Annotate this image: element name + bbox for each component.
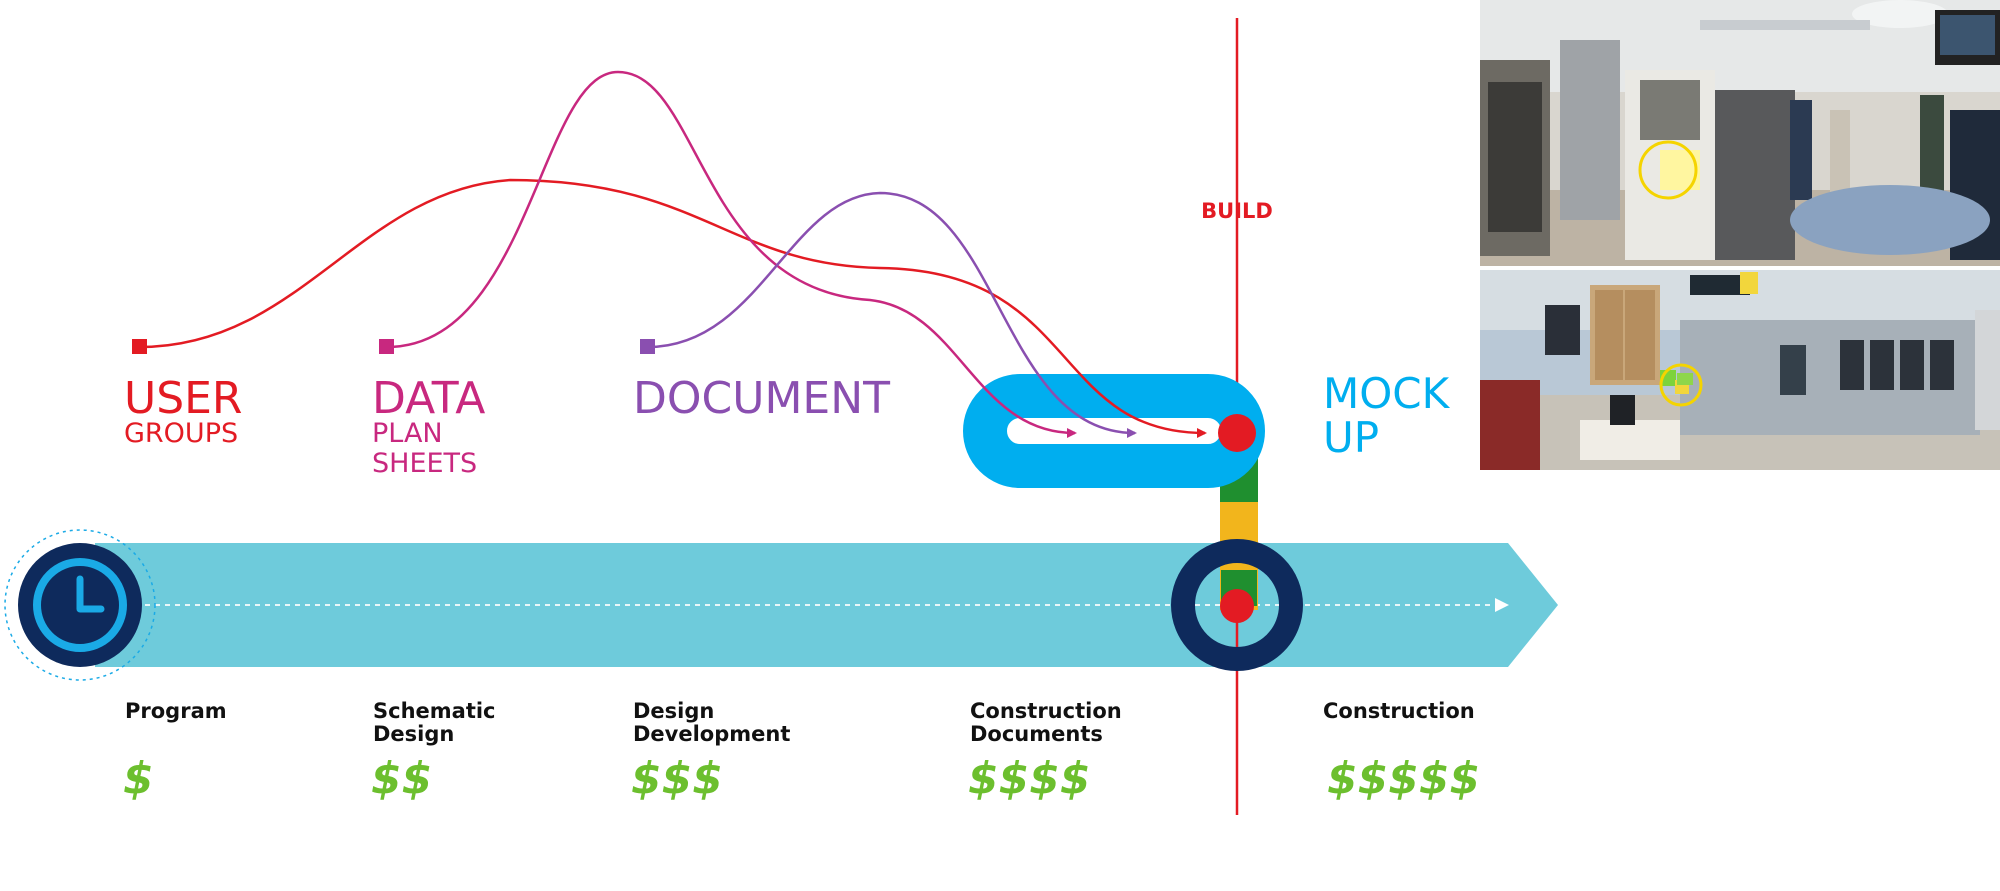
mockup-label-line1: MOCK (1323, 369, 1451, 418)
phase-program: Program $ (123, 699, 227, 804)
data-label-line2: PLAN (372, 418, 443, 449)
phase-construction-documents: Construction Documents $$$$ (968, 699, 1122, 804)
data-curve (386, 70, 1077, 438)
document-curve (647, 191, 1137, 438)
phase-schematic-design: Schematic Design $$ (371, 699, 496, 804)
build-milestone-ring (1171, 539, 1303, 671)
user-groups-label: USER GROUPS (124, 373, 243, 449)
clock-icon (4, 529, 156, 681)
mockup-label: MOCK UP (1323, 369, 1451, 462)
phase-name: Design (633, 699, 714, 723)
data-label-line1: DATA (372, 373, 485, 424)
phase-name-line2: Design (373, 722, 454, 746)
timeline-end-arrowhead (1495, 598, 1509, 612)
data-label: DATA PLAN SHEETS (372, 373, 485, 479)
phase-name: Construction (970, 699, 1122, 723)
phase-name-line2: Documents (970, 722, 1103, 746)
user-groups-start-marker (132, 339, 147, 354)
phase-construction: Construction $$$$$ (1323, 699, 1480, 804)
mockup-label-line2: UP (1323, 413, 1379, 462)
phase-name: Program (125, 699, 227, 723)
operating-room-photo (1480, 0, 2000, 266)
phase-name: Construction (1323, 699, 1475, 723)
phase-cost: $$$ (631, 753, 723, 804)
phase-cost: $$ (371, 753, 432, 804)
data-start-marker (379, 339, 394, 354)
data-label-line3: SHEETS (372, 448, 477, 479)
phase-cost: $$$$$ (1327, 753, 1480, 804)
clinic-room-photo (1480, 270, 2000, 470)
user-groups-label-line1: USER (124, 373, 243, 424)
user-groups-curve (139, 178, 1207, 438)
phase-cost: $ (123, 753, 154, 804)
phase-design-development: Design Development $$$ (631, 699, 790, 804)
document-start-marker (640, 339, 655, 354)
mockup-entry-dot (1218, 414, 1256, 452)
phase-cost: $$$$ (968, 753, 1090, 804)
document-label: DOCUMENT (633, 373, 890, 424)
phase-name: Schematic (373, 699, 496, 723)
phase-name-line2: Development (633, 722, 790, 746)
build-label: BUILD (1201, 199, 1273, 223)
document-label-line1: DOCUMENT (633, 373, 890, 424)
user-groups-label-line2: GROUPS (124, 418, 238, 449)
